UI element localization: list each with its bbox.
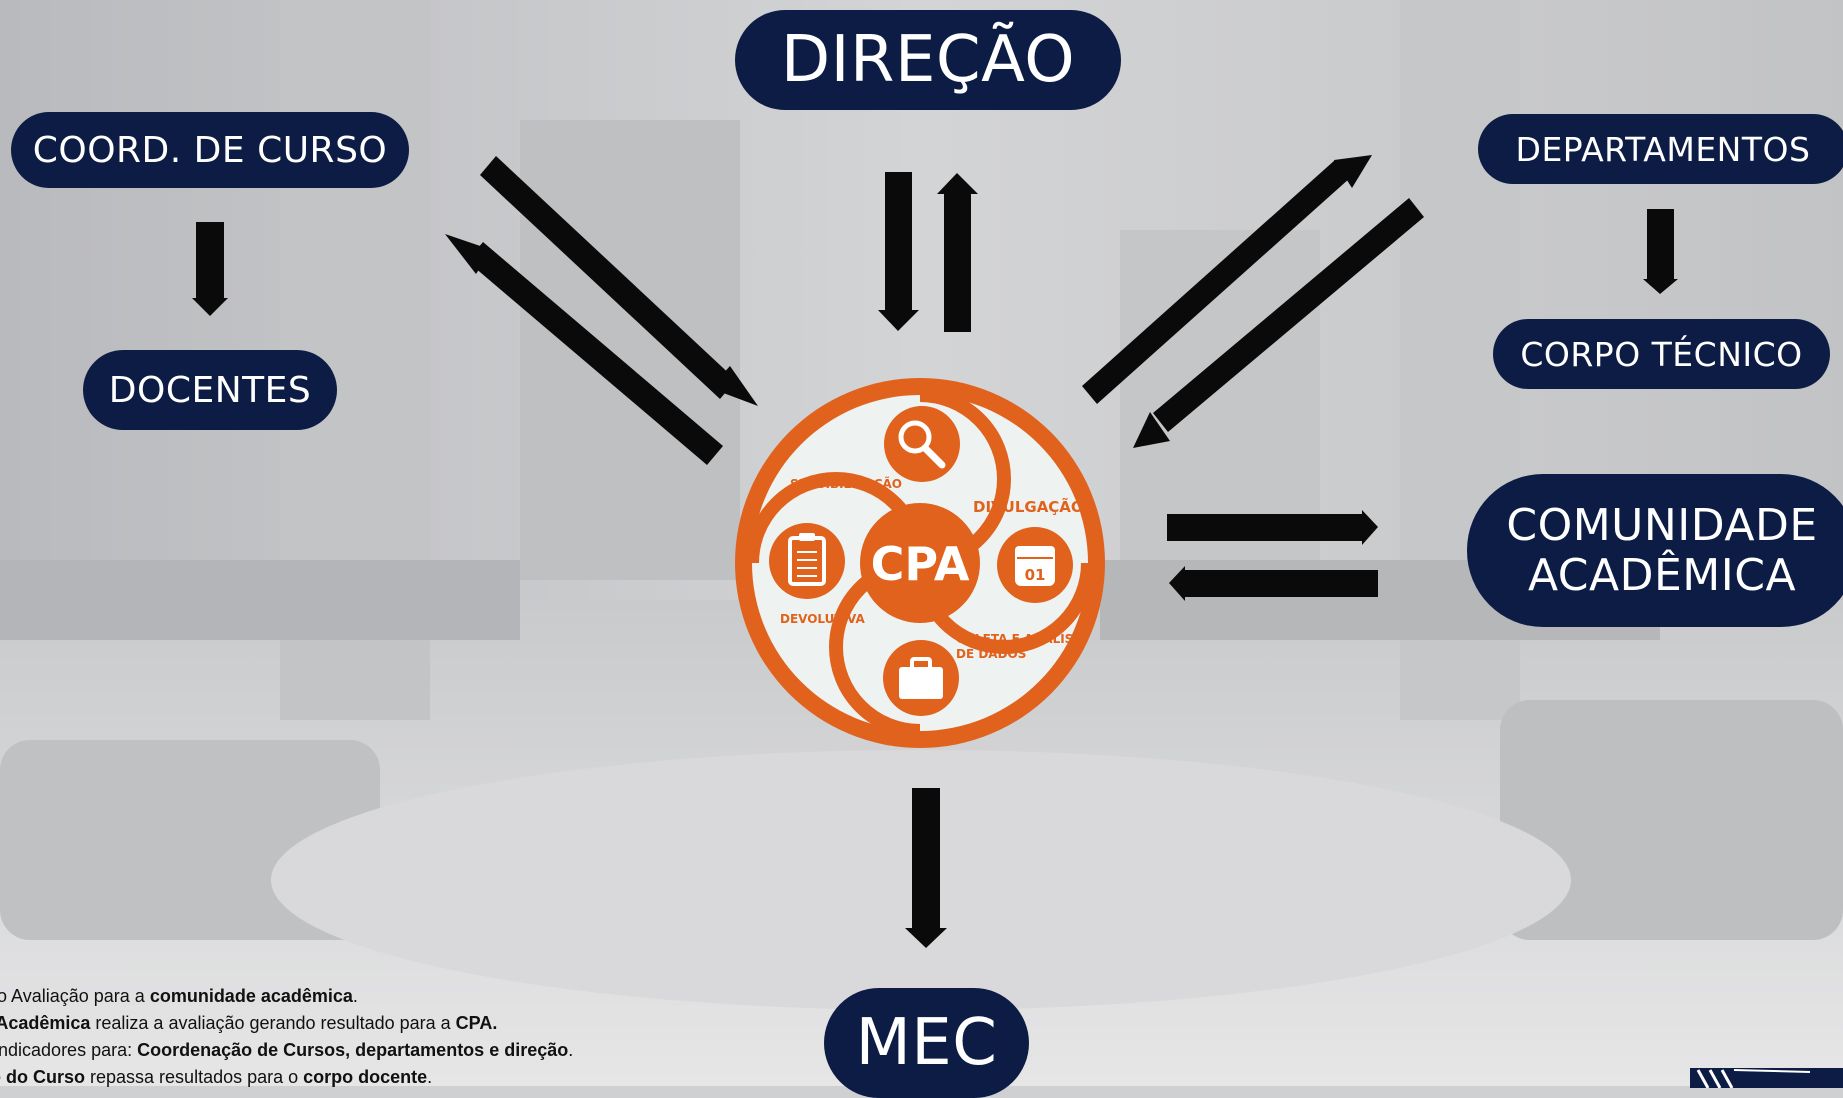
stage-devolutiva: DEVOLUTIVA [780,612,866,626]
cpa-center-label: CPA [871,537,970,591]
node-docentes: DOCENTES [83,350,337,430]
magnifier-icon [884,406,960,482]
legend-line: Auto Avaliação para a comunidade acadêmi… [0,986,358,1006]
arrow-cpa-to-mec [905,788,947,948]
briefcase-icon [883,640,959,716]
arrow-direcao-to-cpa [878,172,919,331]
arrow-departamentos-to-cpa [1133,198,1424,448]
node-comunidade-academica: COMUNIDADE ACADÊMICA [1467,474,1843,627]
clipboard-icon [769,523,845,599]
cpa-cycle-emblem: CPA 01 SENSIBILIZAÇÃO DIVULGAÇÃO DEVOLUT… [735,378,1105,748]
arrow-coord-to-docentes [192,222,228,316]
arrow-coord-to-cpa [480,156,758,406]
arrow-cpa-to-comunidade [1167,510,1378,545]
calendar-number: 01 [1025,566,1046,584]
stage-coleta-line1: COLETA E ANÁLISE [956,631,1082,646]
arrow-cpa-to-coord [445,234,723,465]
stage-coleta-line2: DE DADOS [956,647,1026,661]
node-corpo-tecnico: CORPO TÉCNICO [1493,319,1830,389]
legend-line: sa indicadores para: Coordenação de Curs… [0,1040,574,1060]
arrow-cpa-to-direcao [937,173,978,332]
stage-divulgacao: DIVULGAÇÃO [973,497,1084,516]
arrow-cpa-to-departamentos [1082,155,1372,404]
stage-sensibilizacao: SENSIBILIZAÇÃO [790,476,902,491]
arrow-comunidade-to-cpa [1169,566,1378,601]
legend-text: Auto Avaliação para a comunidade acadêmi… [0,983,870,1091]
calendar-icon: 01 [997,527,1073,603]
legend-line: ção do Curso repassa resultados para o c… [0,1067,433,1087]
legend-line: de Acadêmica realiza a avaliação gerando… [0,1013,498,1033]
node-mec: MEC [824,988,1029,1098]
corner-logo [1690,1068,1843,1088]
arrow-departamentos-to-corpo [1643,209,1678,294]
node-direcao: DIREÇÃO [735,10,1121,110]
node-departamentos: DEPARTAMENTOS [1478,114,1843,184]
node-coord-curso: COORD. DE CURSO [11,112,409,188]
